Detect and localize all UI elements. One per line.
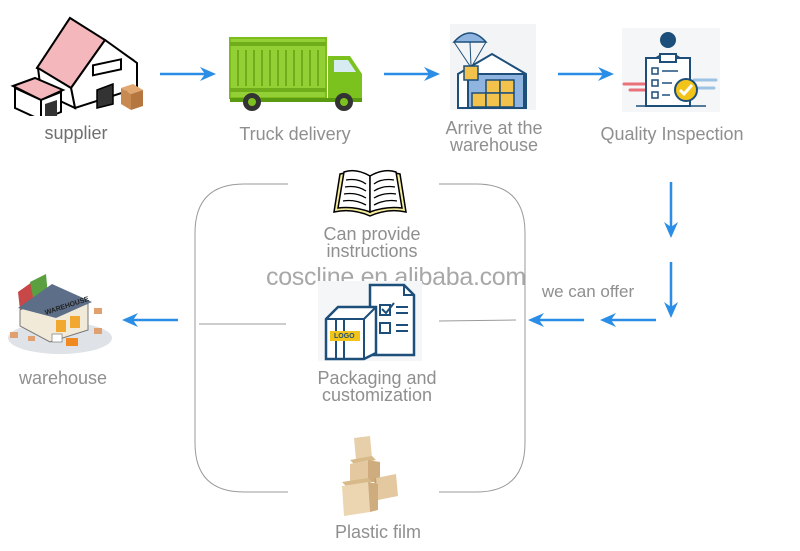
label-line: Packaging and bbox=[317, 368, 437, 388]
arrow-right-icon bbox=[160, 66, 218, 82]
arrow-left-icon bbox=[598, 312, 656, 328]
cardboard-boxes-icon bbox=[338, 436, 404, 516]
warehouse-parachute-icon bbox=[450, 24, 536, 110]
logo-tag: LOGO bbox=[334, 333, 355, 340]
arrow-left-icon bbox=[120, 312, 178, 328]
label-line: Arrive at the bbox=[445, 118, 543, 138]
truck-icon bbox=[228, 36, 364, 112]
step-label-final-warehouse: warehouse bbox=[18, 368, 108, 388]
arrow-right-icon bbox=[384, 66, 442, 82]
step-label-truck: Truck delivery bbox=[239, 124, 351, 144]
arrow-left-icon bbox=[526, 312, 584, 328]
offer-label-instructions: Can provide instructions bbox=[312, 224, 432, 261]
warehouse-building-icon: WAREHOUSE bbox=[4, 272, 116, 358]
step-label-arrive: Arrive at the warehouse bbox=[436, 118, 552, 155]
label-line: instructions bbox=[326, 241, 418, 261]
arrow-right-icon bbox=[558, 66, 616, 82]
quality-inspection-icon bbox=[622, 28, 720, 112]
arrow-down-icon bbox=[663, 182, 679, 240]
offer-label-packaging: Packaging and customization bbox=[312, 368, 442, 405]
step-label-supplier: supplier bbox=[44, 123, 108, 143]
label-line: Can provide bbox=[323, 224, 421, 244]
supplier-house-icon bbox=[5, 8, 145, 116]
offer-label-film: Plastic film bbox=[334, 522, 421, 542]
package-logo-icon: LOGO bbox=[318, 281, 422, 361]
step-label-quality: Quality Inspection bbox=[600, 124, 744, 144]
arrow-down-icon bbox=[663, 262, 679, 320]
offer-frame bbox=[194, 183, 526, 493]
label-line: customization bbox=[321, 385, 433, 405]
label-line: warehouse bbox=[449, 135, 539, 155]
offer-label: we can offer bbox=[541, 282, 635, 301]
open-book-icon bbox=[330, 168, 410, 218]
